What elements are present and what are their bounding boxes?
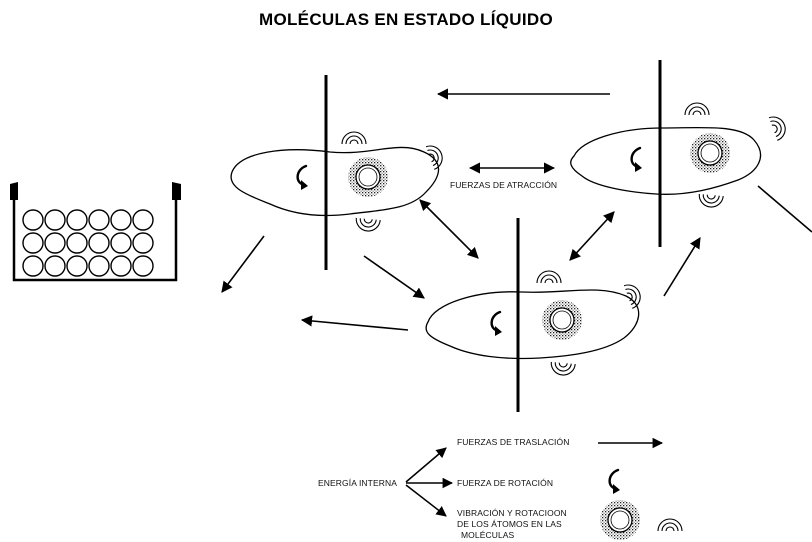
translation-arrow	[221, 235, 265, 293]
force-arrows	[221, 88, 812, 331]
attraction-label: FUERZAS DE ATRACCIÓN	[450, 180, 558, 190]
vibration-waves-icon	[768, 113, 790, 141]
attraction-arrow	[419, 199, 479, 259]
rotation-arrow-icon	[608, 468, 622, 496]
translation-arrow	[757, 185, 812, 233]
vibration-waves-icon	[697, 193, 724, 209]
vibration-label-line1: VIBRACIÓN Y ROTACIOON	[457, 508, 567, 518]
molecule-blob-icon	[425, 289, 640, 360]
diagram-title: MOLÉCULAS EN ESTADO LÍQUIDO	[259, 10, 553, 29]
internal-energy-label: ENERGÍA INTERNA	[318, 478, 397, 488]
attraction-arrow	[569, 211, 615, 261]
vibration-waves-icon	[354, 217, 381, 233]
vibration-waves-icon	[341, 131, 367, 145]
translation-label: FUERZAS DE TRASLACIÓN	[457, 437, 570, 447]
vibrating-atom-icon	[347, 156, 389, 198]
molecule-grid	[22, 209, 154, 277]
molecule-1	[230, 75, 447, 270]
vibration-waves-icon	[657, 518, 683, 532]
vibrating-atom-icon	[599, 499, 641, 541]
vibration-waves-icon	[684, 102, 710, 116]
translation-arrow	[363, 255, 425, 299]
translation-arrow	[663, 237, 701, 297]
legend-arrows	[405, 437, 664, 517]
molecule-blob-icon	[570, 126, 762, 195]
molecule-blob-icon	[230, 146, 440, 217]
vibrating-atom-icon	[689, 132, 731, 174]
vibration-label-line2: DE LOS ÁTOMOS EN LAS	[457, 519, 562, 529]
translation-arrow	[300, 315, 409, 331]
molecule-3	[425, 218, 645, 412]
vibration-label-line3: MOLÉCULAS	[461, 530, 515, 540]
vibration-waves-icon	[536, 270, 562, 284]
vibrating-atom-icon	[541, 299, 583, 341]
rotation-label: FUERZA DE ROTACIÓN	[457, 478, 554, 488]
vibration-waves-icon	[549, 361, 576, 377]
liquid-container-icon	[10, 182, 181, 282]
molecule-2	[570, 60, 790, 247]
